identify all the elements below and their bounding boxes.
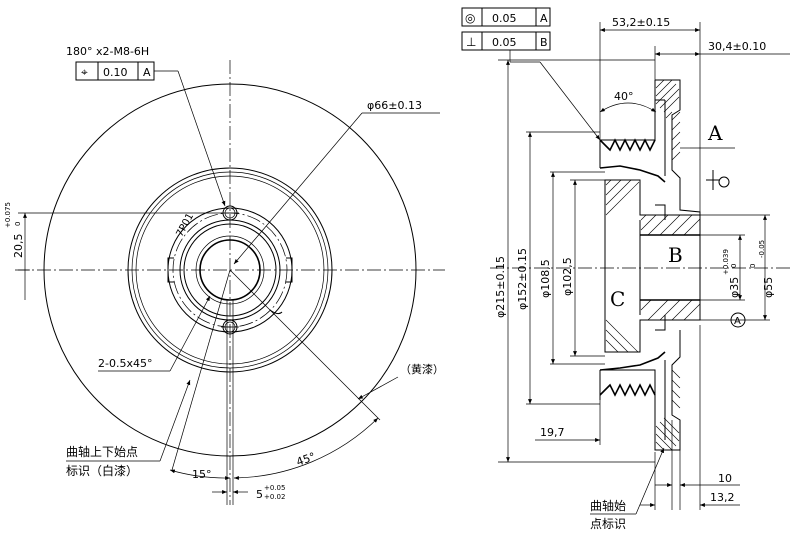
angle-15-label: 15° xyxy=(192,468,212,481)
dim-5-tol-upper: +0.05 xyxy=(264,484,285,492)
datum-feature-symbol xyxy=(706,170,730,190)
position-datum: A xyxy=(143,66,151,79)
groove-circle-inner xyxy=(135,175,325,365)
dia-55-tol-lower: -0.05 xyxy=(758,240,766,258)
position-symbol: ⌖ xyxy=(81,65,88,79)
chamfer-label: 2-0.5x45° xyxy=(98,357,152,370)
dim-10: 10 xyxy=(718,472,732,485)
label-A: A xyxy=(707,121,723,145)
datum-A-circle: A xyxy=(730,312,746,328)
paint-yellow-label: （黄漆） xyxy=(400,362,444,376)
angle-45-ref-line xyxy=(229,269,381,421)
threaded-hole-bottom xyxy=(221,319,239,335)
section-view: ◎ 0.05 A ⊥ 0.05 B 53,2±0.15 30,4±0.10 40… xyxy=(461,7,790,531)
leader-crank-start xyxy=(635,447,665,515)
outer-rim-circle xyxy=(43,83,417,457)
section-hatching xyxy=(605,79,701,451)
groove-circle-outer xyxy=(127,167,333,373)
engraving-text: 7P01 xyxy=(175,211,197,238)
dim-30-4: 30,4±0.10 xyxy=(708,40,766,53)
angle-45-arc xyxy=(233,417,379,480)
leader-chamfer xyxy=(169,295,211,372)
dim-5: 5 xyxy=(256,488,263,501)
crank-mark-line1: 曲轴上下始点 xyxy=(66,444,138,459)
dim-20-5-tol-lower: 0 xyxy=(14,222,22,226)
hub-notch-right xyxy=(286,257,293,283)
dia-35-tol-upper: +0.039 xyxy=(722,249,730,275)
dia-102-5: φ102,5 xyxy=(561,257,574,296)
leader-66 xyxy=(233,112,363,265)
concentricity-frame: ◎ 0.05 A xyxy=(461,7,551,27)
pulley-profile xyxy=(599,79,701,451)
dim-53-2: 53,2±0.15 xyxy=(612,16,670,29)
perpendicularity-frame: ⊥ 0.05 B xyxy=(461,31,551,51)
leader-paint-yellow xyxy=(357,376,399,400)
crank-mark-line2: 标识（白漆） xyxy=(66,463,138,478)
diameter-66-label: φ66±0.13 xyxy=(367,99,422,112)
hub-notch-left xyxy=(167,257,174,283)
fcf1-tolerance: 0.05 xyxy=(492,12,517,25)
dim-20-5: 20,5 xyxy=(12,234,25,259)
position-tolerance-frame: ⌖ 0.10 A xyxy=(75,61,155,81)
dia-55: φ55 xyxy=(762,277,775,298)
groove-circle-mid xyxy=(131,171,329,369)
thread-spec: 180° x2-M8-6H xyxy=(66,45,149,58)
dim-19-7: 19,7 xyxy=(540,426,565,439)
dia-108-5: φ108,5 xyxy=(539,259,552,298)
label-C: C xyxy=(610,287,625,311)
leader-thread-hole xyxy=(177,70,226,207)
angle-15-arc xyxy=(169,469,231,481)
dia-55-tol-upper: 0 xyxy=(749,264,757,268)
bore-chamfer-circle xyxy=(195,235,265,305)
dia-152: φ152±0.15 xyxy=(516,248,529,310)
angle-40-arc xyxy=(599,102,657,113)
crank-start-line1: 曲轴始 xyxy=(590,498,626,513)
dia-35-tol-lower: 0 xyxy=(730,264,738,268)
fcf2-datum: B xyxy=(540,36,548,49)
hub-circle-inner xyxy=(183,223,277,317)
angle-45-label: 45° xyxy=(295,450,318,469)
fcf1-symbol: ◎ xyxy=(465,11,475,25)
dim-13-2: 13,2 xyxy=(710,491,735,504)
crank-start-line2: 点标识 xyxy=(590,517,626,531)
angle-40: 40° xyxy=(614,90,634,103)
threaded-hole-top xyxy=(221,205,239,221)
dim-5-tol-lower: +0.02 xyxy=(264,493,285,501)
dim-20-5-tol-upper: +0.075 xyxy=(4,202,12,228)
front-view: 7P01 180° x2-M8-6H ⌖ 0.10 A φ66±0.13 20,… xyxy=(4,45,445,505)
position-tolerance: 0.10 xyxy=(103,66,128,79)
bore-circle xyxy=(199,239,261,301)
leader-crank-mark xyxy=(159,379,191,462)
fcf1-datum: A xyxy=(540,12,548,25)
fcf2-tolerance: 0.05 xyxy=(492,36,517,49)
angle-15-ref-line xyxy=(171,269,231,471)
dia-215: φ215±0.15 xyxy=(494,256,507,318)
svg-text:A: A xyxy=(734,316,741,327)
fcf-leader xyxy=(539,61,601,141)
label-B: B xyxy=(668,243,683,267)
dia-35: φ35 xyxy=(728,277,741,298)
fcf2-symbol: ⊥ xyxy=(466,35,476,49)
